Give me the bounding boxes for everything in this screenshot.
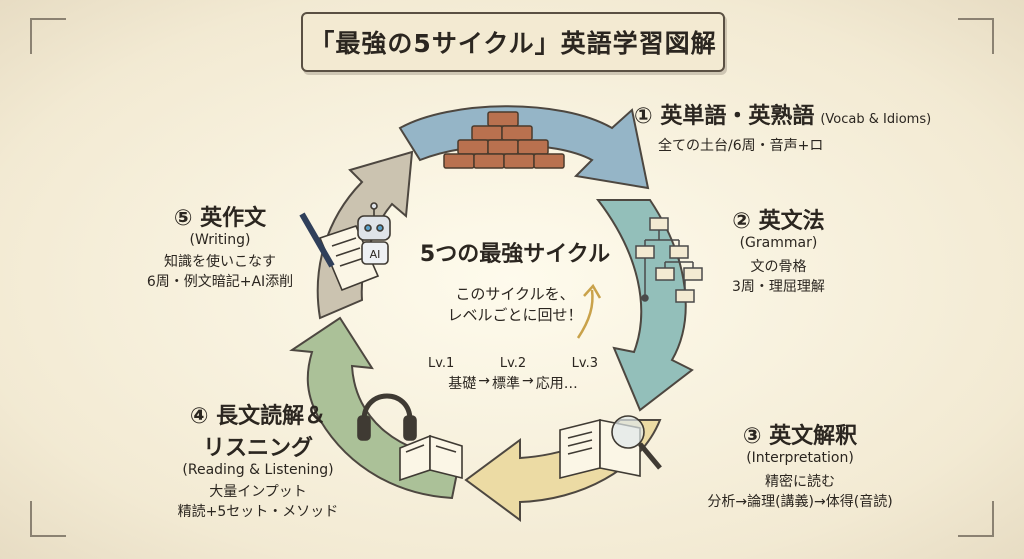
step-2-number: ② [732, 209, 751, 234]
step-3-number: ③ [742, 424, 762, 449]
step-4-english: (Reading & Listening) [182, 462, 334, 478]
page-title: 「最強の5サイクル」英語学習図解 [309, 29, 717, 58]
corner-bracket-bottom-left [30, 501, 66, 537]
step-5-label: ⑤ 英作文 (Writing) 知識を使いこなす 6周・例文暗記+AI添削 [130, 200, 310, 292]
center-title: 5つの最強サイクル [419, 242, 611, 267]
step-3-title: 英文解釈 [769, 424, 858, 449]
robot-ai-label: AI [370, 248, 381, 261]
step-5-number: ⑤ [173, 206, 193, 231]
step-4-desc-2: 精読+5セット・メソッド [177, 504, 339, 520]
step-1-english: (Vocab & Idioms) [820, 112, 932, 127]
step-2-english: (Grammar) [739, 235, 818, 251]
center-desc-2: レベルごとに回せ！ [447, 306, 583, 324]
magnifier-icon [559, 415, 662, 480]
center-desc-1: このサイクルを、 [455, 285, 575, 303]
corner-bracket-bottom-right [958, 501, 994, 537]
title-banner: 「最強の5サイクル」英語学習図解 [301, 12, 725, 72]
step-3-english: (Interpretation) [746, 450, 854, 466]
step-4-title: 長文読解＆ [216, 404, 327, 429]
center-block: 5つの最強サイクル このサイクルを、 レベルごとに回せ！ [410, 236, 620, 326]
levels-block: Lv.1 Lv.2 Lv.3 基礎 → 標準 → 応用… [428, 356, 598, 393]
step-3-desc-2: 分析→論理(講義)→体得(音読) [707, 494, 893, 510]
step-5-english: (Writing) [189, 232, 251, 248]
step-5-desc-1: 知識を使いこなす [164, 254, 276, 270]
step-4-label: ④ 長文読解＆ リスニング (Reading & Listening) 大量イン… [158, 398, 358, 522]
step-1-label: ① 英単語・英熟語 (Vocab & Idioms) 全ての土台/6周・音声+ロ [634, 98, 931, 156]
level-arrow-2: → [522, 373, 534, 389]
level-1-name: 基礎 [448, 376, 477, 392]
corner-bracket-top-left [30, 18, 66, 54]
step-1-heading: ① 英単語・英熟語 (Vocab & Idioms) [634, 98, 931, 130]
step-1-desc-1: 全ての土台/6周・音声+ロ [658, 138, 824, 154]
level-3-label: Lv.3 [571, 356, 598, 371]
step-2-desc-2: 3周・理屈理解 [732, 279, 825, 295]
center-curved-arrowhead [583, 283, 602, 299]
headphones-book-icon [357, 393, 463, 482]
step-4-number: ④ [189, 404, 209, 429]
level-2-label: Lv.2 [499, 356, 527, 371]
step-4-desc-1: 大量インプット [209, 484, 307, 500]
level-arrow-1: → [478, 373, 490, 389]
diagram-icon [635, 217, 703, 303]
step-5-title: 英作文 [200, 206, 267, 231]
step-2-label: ② 英文法 (Grammar) 文の骨格 3周・理屈理解 [732, 203, 825, 297]
step-4-title-line2: リスニング [202, 436, 313, 461]
step-1-title: 英単語・英熟語 [660, 104, 815, 129]
step-1-number: ① [634, 104, 653, 129]
step-2-desc-1: 文の骨格 [750, 259, 807, 275]
level-2-name: 標準 [492, 376, 520, 392]
step-5-desc-2: 6周・例文暗記+AI添削 [146, 274, 294, 290]
level-3-name: 応用… [535, 376, 578, 392]
step-3-desc-1: 精密に読む [765, 474, 835, 490]
pen-ai-robot-icon [299, 202, 391, 292]
corner-bracket-top-right [958, 18, 994, 54]
bricks-icon [443, 111, 565, 169]
step-2-title: 英文法 [758, 209, 825, 234]
center-curved-arrow [576, 289, 594, 339]
step-3-label: ③ 英文解釈 (Interpretation) 精密に読む 分析→論理(講義)→… [680, 418, 920, 512]
level-1-label: Lv.1 [428, 356, 455, 371]
